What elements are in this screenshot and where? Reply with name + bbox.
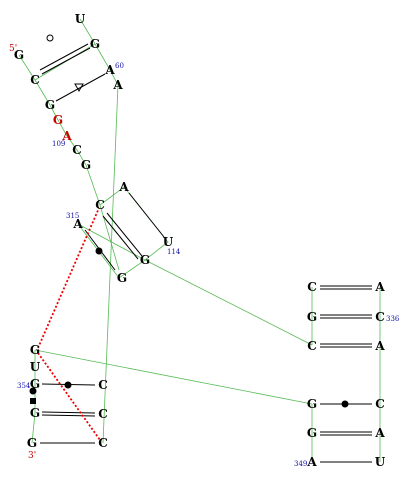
filled-circle-marker-stem (29, 387, 37, 395)
nucleotide-g: G (27, 436, 37, 450)
nucleotide-a: A (104, 63, 115, 77)
filled-square-marker (30, 398, 36, 404)
nucleotide-c: C (98, 407, 108, 421)
nucleotide-g: G (140, 253, 150, 267)
nucleotide-c: C (72, 143, 82, 157)
pair-c-g-mid (106, 212, 143, 257)
nucleotide-c: C (98, 436, 108, 450)
nucleotide-c: C (375, 397, 385, 411)
nucleotide-u: U (163, 235, 174, 249)
nucleotide-a: A (374, 339, 385, 353)
pair-c-g-top (41, 47, 91, 75)
pseudoknot-c-c (37, 207, 100, 349)
nucleotide-a: A (374, 280, 385, 294)
backbone (18, 18, 381, 462)
strand-ends: 5' 3' (9, 44, 36, 461)
filled-circle-marker-lower (64, 381, 72, 389)
residue-number: 114 (167, 248, 181, 256)
nucleotide-a: A (72, 217, 83, 231)
nucleotide-c: C (95, 198, 105, 212)
nucleotide-g: G (30, 406, 40, 420)
backbone-upper-stem (18, 54, 120, 271)
nucleotide-g: G (30, 377, 40, 391)
backbone-hairpin-loop (34, 18, 119, 86)
nucleotide-u: U (375, 455, 386, 469)
nucleotide-g: G (307, 397, 317, 411)
nucleotide-g: G (45, 98, 55, 112)
pair-c-g-top-2 (39, 43, 89, 71)
nucleotide-g: G (81, 158, 91, 172)
residue-number: 349 (294, 460, 307, 468)
three-prime-label: 3' (28, 451, 36, 461)
residue-number: 109 (52, 140, 65, 148)
nucleotide-a: A (374, 426, 385, 440)
backbone-lower-left (31, 350, 36, 444)
filled-circle-marker-right (341, 400, 349, 408)
nucleotide-c: C (307, 339, 317, 353)
nucleotide-g: G (53, 113, 63, 127)
nucleotide-a: A (118, 180, 129, 194)
residue-numbers: 60 109 315 114 336 354 349 (17, 62, 400, 468)
nucleotide-c: C (375, 310, 385, 324)
residue-number: 354 (17, 382, 31, 390)
five-prime-label: 5' (9, 44, 17, 54)
base-pairs (39, 43, 372, 463)
pseudoknot (37, 207, 101, 441)
nucleotide-a: A (61, 129, 72, 143)
residue-number: 315 (66, 212, 79, 220)
nucleotide-c: C (307, 280, 317, 294)
pseudoknot-c-u (37, 352, 101, 441)
filled-circle-marker-mid (95, 247, 103, 255)
triangle-marker (74, 83, 84, 93)
interaction-markers (29, 34, 349, 408)
open-circle-marker (46, 34, 54, 42)
nucleotide-g: G (30, 343, 40, 357)
nucleotide-c: C (30, 73, 40, 87)
pair-c-g-lower-b (41, 414, 96, 417)
nucleotide-g: G (14, 48, 24, 62)
backbone-bottom-link (34, 349, 313, 405)
residue-number: 60 (115, 62, 124, 70)
nucleotide-c: C (98, 378, 108, 392)
nucleotide-g: G (307, 310, 317, 324)
pair-a-u-mid (128, 192, 165, 238)
nucleotide-a: A (306, 455, 317, 469)
nucleotide-u: U (75, 12, 86, 26)
nucleotide-a: A (112, 78, 123, 92)
nucleotide-g: G (117, 271, 127, 285)
nucleotide-g: G (90, 37, 100, 51)
pair-c-g-lower-a (41, 411, 96, 414)
pair-c-g-mid-2 (102, 215, 139, 260)
nucleotide-g: G (307, 426, 317, 440)
nucleotide-u: U (30, 360, 41, 374)
residue-number: 336 (386, 315, 400, 323)
